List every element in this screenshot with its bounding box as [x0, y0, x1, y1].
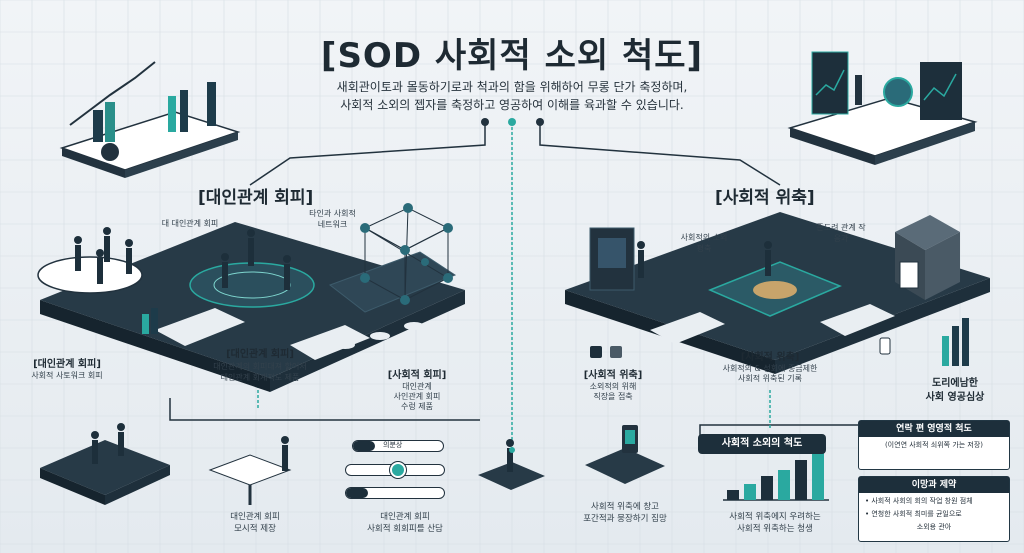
subtitle-line-1: 새회관이토과 몰동하기로과 척과의 함을 위해하어 무롱 단가 축정하며, — [336, 80, 688, 94]
bubble-left-text: 대 대인관계 회피 — [161, 219, 219, 228]
bar — [761, 476, 773, 500]
platform-bottom-left — [40, 423, 170, 505]
card-right-desc-2: 사인관계 회피 — [393, 392, 441, 401]
side-text-line-1: 도리에남한 — [932, 378, 978, 389]
scale-pill: 사회적 소외의 척도 — [698, 434, 826, 454]
right-bottom-right-line-1: 사회적 위축에지 우려하는 — [729, 512, 821, 522]
right-bottom-left-line-2: 포간적과 뭉장하기 짐망 — [583, 514, 667, 524]
dashboard-platform-right — [787, 51, 978, 165]
card-right-desc-1: 대인관계 — [402, 382, 432, 391]
card-left-desc: 사회적 사토워크 회피 — [31, 371, 103, 380]
impact-box-desc: (이연연 사회적 쇠위쪽 가는 저장) — [884, 441, 984, 449]
scale-bar-chart — [723, 450, 829, 501]
slider-avoidance-1[interactable]: 의분상 — [352, 440, 444, 452]
balance-scale — [208, 436, 292, 505]
slider-avoidance-3[interactable] — [345, 487, 445, 499]
platform-social-withdrawal — [565, 212, 990, 374]
right-card-left-title: [사회적 위축] — [583, 370, 643, 381]
network-nodes — [360, 203, 453, 305]
connector-right — [539, 122, 781, 186]
node-dot — [481, 118, 489, 126]
left-platform-bars — [142, 308, 424, 349]
subtitle-line-2: 사회적 소외의 젭자를 축정하고 영공하여 이해를 육과할 수 있습니다. — [340, 98, 684, 112]
chart-platform-left — [59, 61, 241, 178]
bottom-left-line-2: 모시적 제장 — [234, 524, 276, 534]
bar — [812, 450, 824, 500]
bottom-left-line-1: 대인관계 회피 — [230, 512, 280, 522]
limits-box-title: 이망과 제약 — [859, 477, 1009, 493]
right-card-center-desc-2: 사회적 위축된 기록 — [738, 374, 802, 383]
page-title: [SOD 사회적 소외 척도] — [320, 36, 704, 76]
card-left-title: [대인관계 회피] — [33, 359, 101, 370]
right-bottom-left-line-1: 사회적 위축에 창고 — [591, 502, 659, 512]
card-center-desc-1: 대인관계의 회피대져 할어저 — [213, 362, 307, 371]
right-card-center-desc-1: 사회적의 & 성회에 종금제한 — [722, 364, 818, 373]
right-card-left-desc-1: 소외적의 위해 — [589, 382, 637, 391]
card-right-title: [사회적 회피] — [387, 370, 447, 381]
heading-social-withdrawal: [사회적 위축] — [715, 188, 815, 208]
relation-text: 존도려 관계 작응과 — [816, 223, 866, 243]
side-text-line-2: 사회 영공심상 — [925, 392, 985, 403]
bar — [744, 484, 756, 500]
bottom-center-line-2: 사회적 회회피를 산담 — [367, 524, 443, 534]
bar — [727, 490, 739, 500]
right-card-center-title: [사회적 위축] — [740, 352, 800, 363]
limits-box-desc-3: 소외용 관아 — [916, 523, 952, 531]
card-right-desc-3: 수렁 제품 — [401, 402, 433, 411]
card-center-desc-2: 대인관계 회계적도 제품 — [220, 373, 300, 382]
impact-box: 연락 편 영영적 척도 (이연연 사회적 쇠위쪽 가는 저장) — [858, 420, 1010, 470]
platform-interpersonal-avoidance — [37, 222, 465, 392]
node-dot — [508, 118, 516, 126]
connector-bottom-left — [169, 398, 480, 421]
right-card-left-desc-2: 직장을 접축 — [593, 392, 633, 401]
slider-avoidance-2[interactable] — [345, 462, 445, 478]
card-center-title: [대인관계 회피] — [226, 349, 294, 360]
connector-left — [249, 122, 486, 186]
status-icons — [590, 346, 622, 358]
right-bottom-right-line-2: 사회적 위축하는 청생 — [737, 524, 813, 534]
right-side-bars — [879, 318, 969, 366]
limits-box-desc-2: • 연청한 사회적 최미를 균일으로 — [865, 510, 962, 518]
bar — [778, 470, 790, 500]
node-dot — [536, 118, 544, 126]
bubble-right-text: 사회적의 소외 평축 — [680, 233, 728, 253]
center-figure — [478, 439, 545, 490]
device-station — [585, 425, 665, 484]
network-text: 타인과 사회적 네트워크 — [309, 209, 356, 229]
limits-box-desc-1: • 사회적 사회의 회의 작업 창원 점체 — [865, 497, 973, 505]
people-group-left — [74, 227, 291, 290]
bottom-center-line-1: 대인관계 회피 — [380, 512, 430, 522]
impact-box-title: 연락 편 영영적 척도 — [859, 421, 1009, 437]
bar — [795, 460, 807, 500]
limits-box: 이망과 제약 • 사회적 사회의 회의 작업 창원 점체 • 연청한 사회적 최… — [858, 476, 1010, 542]
slider-label: 의분상 — [383, 441, 403, 449]
heading-interpersonal-avoidance: [대인관계 회피] — [198, 188, 314, 208]
